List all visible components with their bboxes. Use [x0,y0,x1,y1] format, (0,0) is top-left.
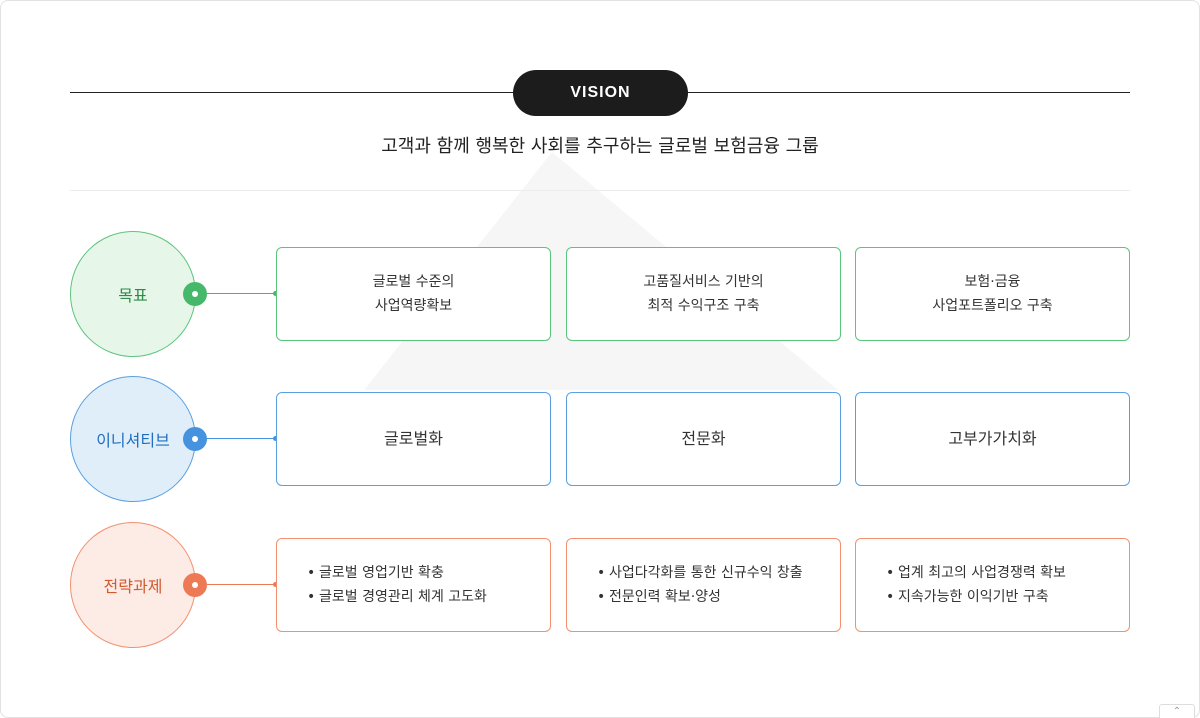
initiative-box-2-text: 전문화 [681,429,726,448]
goal-box-2-line-1: 고품질서비스 기반의 [643,274,764,290]
goal-node-icon [183,282,207,306]
goal-box-2-line-2: 최적 수익구조 구축 [647,298,760,314]
strategy-label: 전략과제 [103,577,163,596]
initiative-box-2: 전문화 [566,392,841,486]
vision-badge: VISION [513,70,688,116]
list-item: 지속가능한 이익기반 구축 [886,585,1129,609]
list-item: 업계 최고의 사업경쟁력 확보 [886,561,1129,585]
strategy-box-1: 글로벌 영업기반 확충 글로벌 경영관리 체계 고도화 [276,538,551,632]
strategy-row: 전략과제 글로벌 영업기반 확충 글로벌 경영관리 체계 고도화 사업다각화를 … [0,522,1200,648]
strategy-box-2-list: 사업다각화를 통한 신규수익 창출 전문인력 확보·양성 [567,561,840,609]
strategy-connector-line [207,584,276,585]
strategy-node-icon [183,573,207,597]
initiative-box-3-text: 고부가가치화 [948,429,1037,448]
vision-label: VISION [570,84,631,101]
goal-connector-line [207,293,276,294]
scroll-top-button[interactable]: ⌃ [1159,704,1195,718]
goal-connector-end [273,291,278,296]
strategy-box-2: 사업다각화를 통한 신규수익 창출 전문인력 확보·양성 [566,538,841,632]
goal-box-1-line-1: 글로벌 수준의 [372,274,455,290]
goal-label: 목표 [118,286,148,305]
initiative-label: 이니셔티브 [96,431,170,450]
strategy-box-3: 업계 최고의 사업경쟁력 확보 지속가능한 이익기반 구축 [855,538,1130,632]
initiative-box-3: 고부가가치화 [855,392,1130,486]
initiative-box-1: 글로벌화 [276,392,551,486]
initiative-connector-line [207,438,276,439]
goal-box-2: 고품질서비스 기반의 최적 수익구조 구축 [566,247,841,341]
initiative-box-1-text: 글로벌화 [384,429,443,448]
list-item: 사업다각화를 통한 신규수익 창출 [597,561,840,585]
initiative-node-icon [183,427,207,451]
list-item: 글로벌 영업기반 확충 [307,561,550,585]
strategy-connector-end [273,582,278,587]
goal-box-3: 보험·금융 사업포트폴리오 구축 [855,247,1130,341]
initiative-row: 이니셔티브 글로벌화 전문화 고부가가치화 [0,376,1200,502]
strategy-box-3-list: 업계 최고의 사업경쟁력 확보 지속가능한 이익기반 구축 [856,561,1129,609]
list-item: 글로벌 경영관리 체계 고도화 [307,585,550,609]
goal-box-3-line-1: 보험·금융 [964,274,1021,290]
goal-box-1: 글로벌 수준의 사업역량확보 [276,247,551,341]
strategy-circle: 전략과제 [70,522,196,648]
goal-circle: 목표 [70,231,196,357]
strategy-box-1-list: 글로벌 영업기반 확충 글로벌 경영관리 체계 고도화 [277,561,550,609]
chevron-up-icon: ⌃ [1172,706,1182,717]
divider [70,190,1130,191]
goal-box-3-line-2: 사업포트폴리오 구축 [932,298,1053,314]
vision-statement: 고객과 함께 행복한 사회를 추구하는 글로벌 보험금융 그룹 [381,136,819,157]
goal-row: 목표 글로벌 수준의 사업역량확보 고품질서비스 기반의 최적 수익구조 구축 … [0,231,1200,357]
initiative-connector-end [273,436,278,441]
list-item: 전문인력 확보·양성 [597,585,840,609]
initiative-circle: 이니셔티브 [70,376,196,502]
goal-box-1-line-2: 사업역량확보 [374,298,453,314]
